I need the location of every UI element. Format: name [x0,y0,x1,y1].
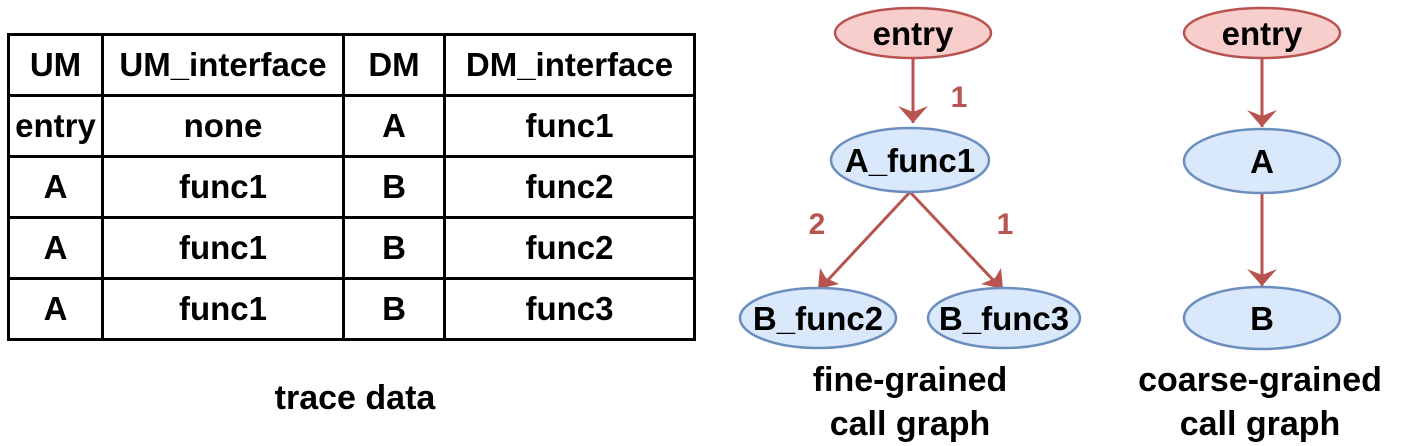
table-cell: func1 [443,94,696,158]
fine-grained-caption-line2: call graph [829,405,991,443]
table-row: entry none A func1 [7,94,696,158]
fine-grained-caption-line1: fine-grained [812,361,1008,399]
table-cell: B [342,155,446,219]
fine-node-b-func2: B_func2 [738,286,898,350]
table-cell: entry [7,94,104,158]
table-cell: func2 [443,216,696,280]
fine-node-entry: entry [833,6,993,60]
fine-node-b-func3: B_func3 [926,286,1082,350]
table-cell: B [342,277,446,341]
fine-node-a-func1-label: A_func1 [845,142,975,179]
fine-grained-caption: fine-grained call graph [740,358,1080,446]
trace-data-table: UM UM_interface DM DM_interface entry no… [7,33,696,341]
table-row: A func1 B func3 [7,277,696,341]
header-dm-interface: DM_interface [443,33,696,97]
table-cell: func3 [443,277,696,341]
fine-node-entry-label: entry [873,15,954,52]
table-row: A func1 B func2 [7,216,696,280]
fine-edge-entry-to-a-func1 [898,57,928,123]
table-cell: A [7,216,104,280]
table-cell: func1 [101,216,345,280]
table-cell: none [101,94,345,158]
fine-edge-label-a-func1-to-b-func2: 2 [809,208,826,241]
fine-edge-label-a-func1-to-b-func3: 1 [997,208,1014,241]
table-cell: func2 [443,155,696,219]
fine-node-b-func3-label: B_func3 [939,300,1069,337]
table-cell: func1 [101,277,345,341]
table-cell: B [342,216,446,280]
fine-edge-a-func1-to-b-func3 [908,190,1003,289]
table-cell: A [7,277,104,341]
table-cell: A [342,94,446,158]
fine-edge-a-func1-to-b-func2 [818,190,912,289]
coarse-node-a-label: A [1250,143,1274,180]
coarse-node-b-label: B [1250,300,1274,337]
coarse-grained-caption-line1: coarse-grained [1138,361,1382,399]
coarse-node-entry-label: entry [1222,15,1303,52]
header-um-interface: UM_interface [101,33,345,97]
table-cell: func1 [101,155,345,219]
coarse-grained-caption: coarse-grained call graph [1110,358,1410,446]
fine-node-b-func2-label: B_func2 [753,300,883,337]
coarse-node-a: A [1182,127,1342,195]
table-cell: A [7,155,104,219]
coarse-edge-entry-to-a [1247,57,1277,127]
table-header-row: UM UM_interface DM DM_interface [7,33,696,97]
coarse-edge-a-to-b [1247,193,1277,286]
fine-edge-label-entry-to-a-func1: 1 [951,81,968,114]
table-row: A func1 B func2 [7,155,696,219]
header-dm: DM [342,33,446,97]
coarse-grained-caption-line2: call graph [1179,405,1341,443]
fine-node-a-func1: A_func1 [829,126,991,194]
coarse-node-b: B [1182,285,1342,351]
header-um: UM [7,33,104,97]
trace-data-caption: trace data [274,379,436,417]
coarse-node-entry: entry [1182,6,1342,60]
